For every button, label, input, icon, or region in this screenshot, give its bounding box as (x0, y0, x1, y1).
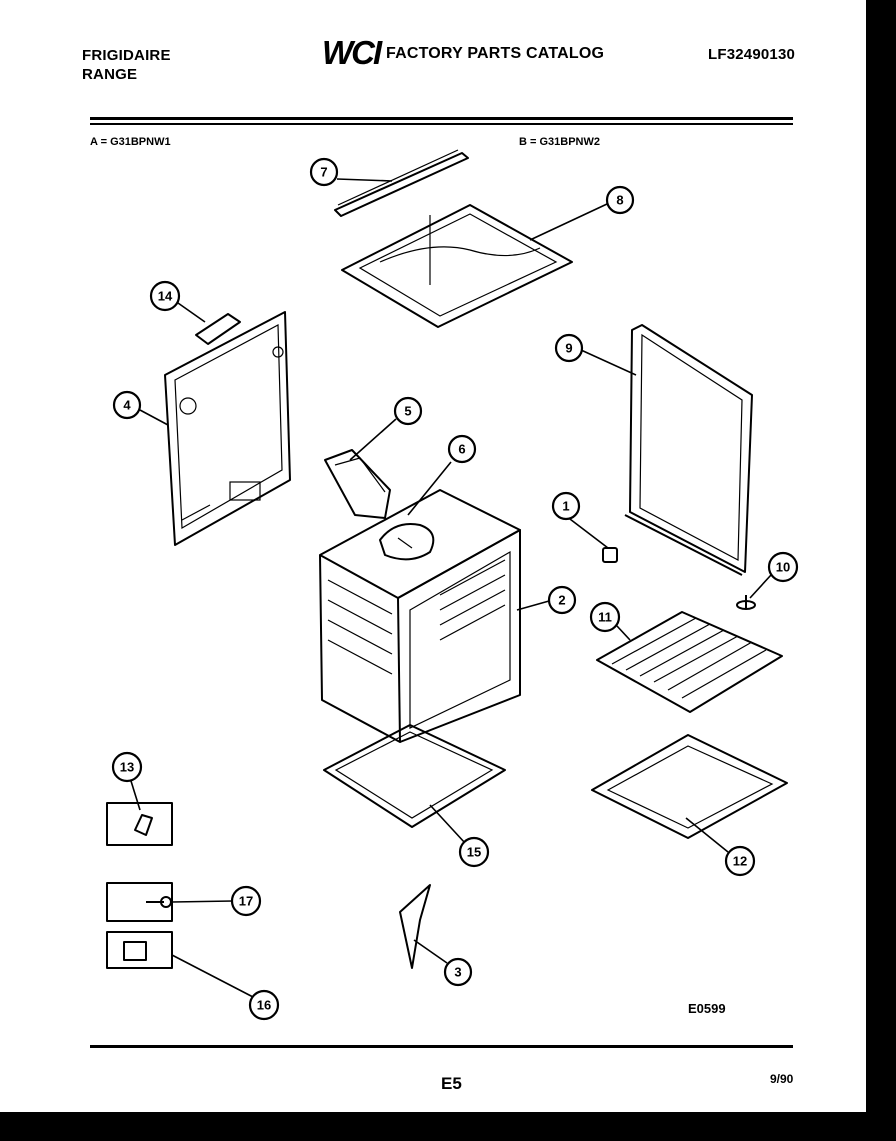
catalog-number: LF32490130 (708, 46, 796, 63)
callout-10: 10 (767, 551, 799, 583)
back-panel-part (164, 311, 291, 546)
svg-text:17: 17 (239, 894, 253, 909)
flue-duct-part (324, 449, 391, 519)
svg-text:11: 11 (598, 610, 612, 625)
svg-text:5: 5 (404, 404, 411, 419)
variant-a-label: A = G31BPNW1 (90, 136, 171, 148)
broiler-pan-part (591, 734, 788, 839)
leveler-leg-part (736, 595, 756, 610)
callout-4: 4 (112, 390, 142, 420)
callout-13: 13 (111, 751, 143, 783)
screw-part (106, 882, 173, 922)
brand-name: FRIGIDAIRE (82, 47, 171, 64)
callout-12: 12 (724, 845, 756, 877)
svg-text:9: 9 (565, 341, 572, 356)
top-panel-part (341, 204, 573, 328)
svg-text:7: 7 (320, 165, 327, 180)
svg-text:12: 12 (733, 854, 747, 869)
callout-1: 1 (551, 491, 581, 521)
callout-15: 15 (458, 836, 490, 868)
callout-11: 11 (589, 601, 621, 633)
scan-border-right (866, 0, 896, 1141)
footer-rule (90, 1045, 793, 1048)
catalog-title: FACTORY PARTS CATALOG (386, 45, 605, 62)
svg-text:3: 3 (454, 965, 461, 980)
page-label: E5 (441, 1074, 462, 1093)
callout-6: 6 (447, 434, 477, 464)
callout-3: 3 (443, 957, 473, 987)
bottom-panel-part (323, 724, 506, 828)
support-rail-part (334, 149, 469, 217)
callout-16: 16 (248, 989, 280, 1021)
clip-part (399, 884, 431, 969)
product-type: RANGE (82, 66, 138, 83)
callout-2: 2 (547, 585, 577, 615)
svg-text:13: 13 (120, 760, 134, 775)
header-rule-bottom (90, 123, 793, 125)
oven-rack-part (596, 611, 783, 713)
callout-5: 5 (393, 396, 423, 426)
side-panel-part (624, 324, 753, 576)
knob-part (602, 547, 618, 563)
svg-text:1: 1 (562, 499, 569, 514)
oven-body-part (319, 489, 521, 743)
callout-7: 7 (309, 157, 339, 187)
insulation-part (379, 523, 435, 561)
wci-logo: WCI (322, 34, 382, 71)
variant-b-label: B = G31BPNW2 (519, 136, 600, 148)
svg-text:4: 4 (123, 398, 131, 413)
svg-text:15: 15 (467, 845, 481, 860)
header-rule-top (90, 117, 793, 120)
page-date: 9/90 (770, 1072, 794, 1086)
callout-8: 8 (605, 185, 635, 215)
leader-lines (130, 178, 772, 998)
callout-17: 17 (230, 885, 262, 917)
scan-border-bottom (0, 1112, 896, 1141)
svg-text:2: 2 (558, 593, 565, 608)
anti-tip-bracket-part (106, 931, 173, 969)
callout-14: 14 (149, 280, 181, 312)
svg-text:6: 6 (458, 442, 465, 457)
svg-text:8: 8 (616, 193, 623, 208)
bracket-part (195, 313, 241, 345)
hardware-bag-part (106, 802, 173, 846)
callout-9: 9 (554, 333, 584, 363)
svg-text:16: 16 (257, 998, 271, 1013)
diagram-code: E0599 (688, 1001, 726, 1016)
svg-text:14: 14 (158, 289, 173, 304)
svg-text:10: 10 (776, 560, 790, 575)
